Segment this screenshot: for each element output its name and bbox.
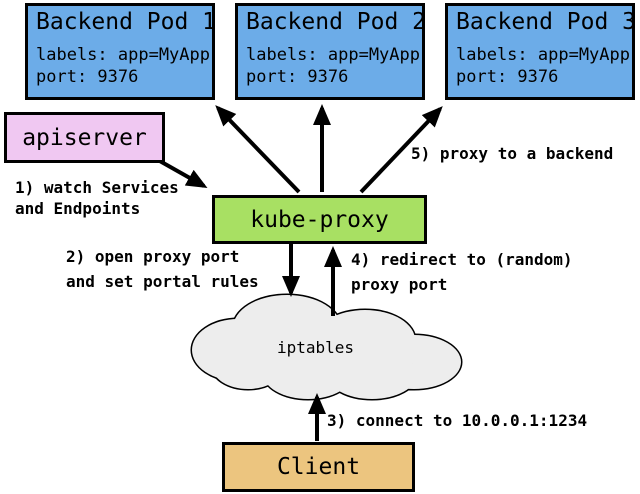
- iptables-label: iptables: [277, 338, 355, 357]
- annotation-step5: 5) proxy to a backend: [411, 144, 613, 164]
- annotation-step5-line1: 5) proxy to a backend: [411, 144, 614, 163]
- annotation-step2-line1: 2) open proxy port: [66, 247, 240, 266]
- backend-pod-3-port: port: 9376: [456, 67, 559, 87]
- kube-proxy-box: kube-proxy: [212, 195, 427, 244]
- annotation-step1: 1) watch Services and Endpoints: [15, 177, 179, 219]
- apiserver-label: apiserver: [22, 124, 147, 151]
- arrow-kube-proxy-to-pod3: [359, 106, 443, 194]
- annotation-step3: 3) connect to 10.0.0.1:1234: [327, 411, 587, 431]
- annotation-step4: 4) redirect to (random) proxy port: [351, 247, 573, 297]
- apiserver-box: apiserver: [4, 112, 165, 163]
- annotation-step4-line1: 4) redirect to (random): [351, 250, 573, 269]
- client-label: Client: [276, 454, 361, 480]
- backend-pod-2-box: Backend Pod 2 labels: app=MyApp port: 93…: [235, 3, 427, 100]
- client-box: Client: [222, 442, 415, 492]
- backend-pod-3-title: Backend Pod 3: [456, 9, 637, 35]
- annotation-step2: 2) open proxy port and set portal rules: [66, 244, 259, 294]
- backend-pod-2-port: port: 9376: [246, 67, 349, 87]
- backend-pod-1-port: port: 9376: [36, 67, 139, 87]
- backend-pod-2-title: Backend Pod 2: [246, 9, 427, 35]
- annotation-step1-line2: and Endpoints: [15, 199, 141, 218]
- annotation-step3-line1: 3) connect to 10.0.0.1:1234: [327, 411, 588, 430]
- annotation-step2-line2: and set portal rules: [66, 272, 259, 291]
- backend-pod-1-box: Backend Pod 1 labels: app=MyApp port: 93…: [25, 3, 217, 100]
- arrow-kube-proxy-to-pod1: [215, 105, 301, 194]
- annotation-step4-line2: proxy port: [351, 275, 448, 294]
- backend-pod-1-title: Backend Pod 1: [36, 9, 217, 35]
- backend-pod-2-labels: labels: app=MyApp: [246, 45, 420, 65]
- iptables-cloud-fill: [192, 295, 461, 399]
- backend-pod-1-labels: labels: app=MyApp: [36, 45, 210, 65]
- backend-pod-3-box: Backend Pod 3 labels: app=MyApp port: 93…: [445, 3, 637, 100]
- annotation-step1-line1: 1) watch Services: [15, 178, 179, 197]
- kube-proxy-label: kube-proxy: [250, 206, 389, 233]
- backend-pod-3-labels: labels: app=MyApp: [456, 45, 630, 65]
- arrow-apiserver-to-kube-proxy: [157, 158, 208, 188]
